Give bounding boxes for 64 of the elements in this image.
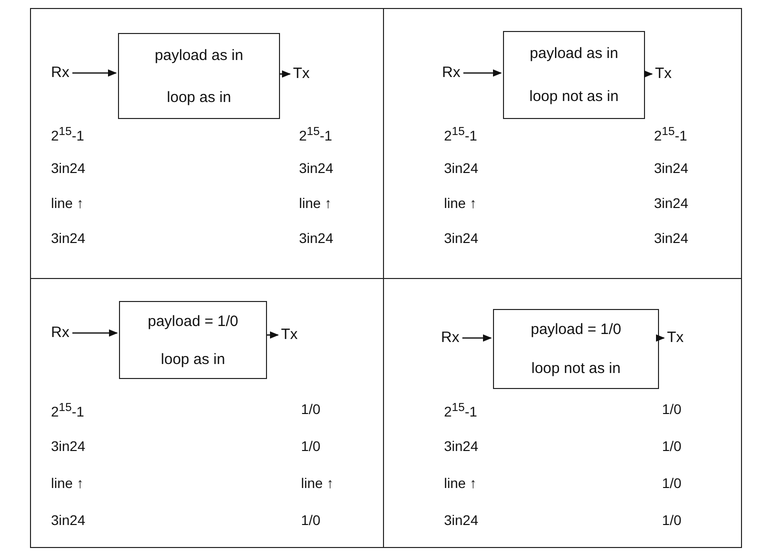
process-box [119,301,267,379]
signal-value: 1/0 [301,512,320,528]
signal-value: 2$^{15}$-1 [51,401,84,420]
signal-value: 1/0 [662,401,682,417]
box-text: payload = 1/0 [530,321,622,338]
signal-label: Rx [442,64,460,82]
signal-label: Rx [51,324,70,342]
signal-value: 1/0 [662,512,682,528]
arrow [644,70,653,78]
arrow [280,70,291,78]
signal-value: 2$^{15}$-1 [51,125,84,144]
signal-value: 2$^{15}$-1 [654,125,688,144]
panel-frame [383,278,742,548]
signal-value: 3in24 [444,160,478,176]
box-text: payload as in [530,45,618,62]
signal-value: 1/0 [301,438,320,454]
signal-value: 3in24 [51,230,86,246]
arrow [267,331,279,339]
signal-value: line ↑ [51,195,84,211]
signal-value: line ↑ [299,195,332,211]
signal-value: line ↑ [444,195,477,211]
signal-value: 2$^{15}$-1 [299,125,332,144]
signal-label: Rx [51,64,70,82]
signal-label: Tx [293,65,310,83]
box-text: loop not as in [529,88,619,105]
signal-value: 3in24 [444,230,478,246]
panel-frame [383,8,742,279]
process-box [503,31,645,119]
arrow [656,334,665,342]
signal-value: 3in24 [654,160,688,176]
signal-value: 3in24 [444,438,478,454]
process-box [118,33,280,119]
signal-value: 1/0 [662,438,682,454]
arrow [72,69,117,77]
arrow [72,329,118,337]
signal-value: 3in24 [51,160,86,176]
signal-value: 1/0 [301,401,320,417]
signal-value: 2$^{15}$-1 [444,125,478,144]
box-text: loop not as in [531,360,621,377]
signal-value: line ↑ [51,475,84,491]
panel-frame [30,8,384,279]
panel-frame [30,278,384,548]
signal-label: Tx [667,329,684,347]
signal-value: 2$^{15}$-1 [444,401,478,420]
signal-value: 3in24 [299,160,334,176]
signal-label: Tx [281,326,298,344]
arrow [462,334,492,342]
arrow [463,69,502,77]
box-text: loop as in [166,88,232,106]
signal-label: Rx [441,329,460,347]
box-text: payload = 1/0 [148,312,238,330]
signal-value: 3in24 [444,512,478,528]
signal-value: 3in24 [51,512,86,528]
process-box [493,309,659,389]
signal-value: line ↑ [301,475,334,491]
signal-value: 3in24 [654,195,688,211]
signal-value: line ↑ [444,475,477,491]
signal-value: 3in24 [51,438,86,454]
signal-label: Tx [655,65,672,83]
signal-value: 3in24 [299,230,334,246]
signal-value: 3in24 [654,230,688,246]
signal-value: 1/0 [662,475,682,491]
box-text: payload as in [154,46,244,64]
box-text: loop as in [160,350,226,368]
